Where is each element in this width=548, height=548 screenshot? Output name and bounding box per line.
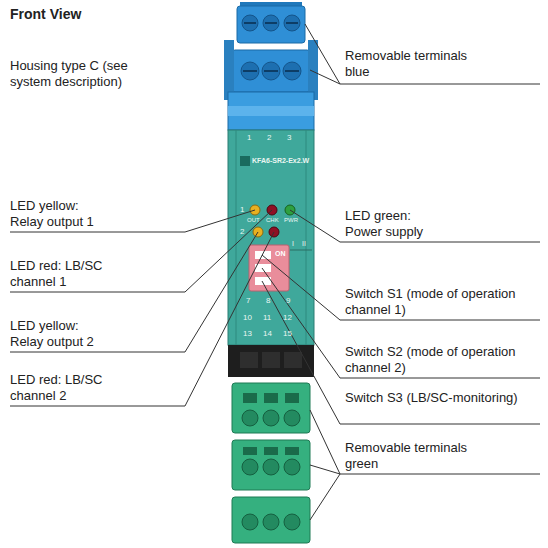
device-type: KFA6-SR2-Ex2.W <box>252 157 309 165</box>
callout-text: LED green: Power supply <box>345 208 445 239</box>
terminal-number: 14 <box>263 329 272 339</box>
terminal-number: 2 <box>267 133 271 143</box>
terminal-number: 7 <box>246 296 250 306</box>
callout-text: Switch S3 (LB/SC-monitoring) <box>345 390 540 406</box>
switch-label: II <box>302 240 306 248</box>
callout-text: LED yellow: Relay output 2 <box>10 318 110 349</box>
channel-number: 1 <box>240 205 244 215</box>
terminal-number: 15 <box>283 329 292 339</box>
terminal-number: 10 <box>243 313 252 323</box>
switch-label: ON <box>275 250 286 258</box>
terminal-number: 11 <box>263 313 271 323</box>
switch-label: I <box>292 240 294 248</box>
terminal-number: 13 <box>243 329 252 339</box>
callout-text: LED yellow: Relay output 1 <box>10 198 110 229</box>
channel-number: 2 <box>240 227 244 237</box>
led-label: CHK <box>266 217 279 224</box>
callout-text: Housing type C (see system description) <box>10 58 160 89</box>
terminal-number: 1 <box>247 133 251 143</box>
callout-text: Switch S2 (mode of operation channel 2) <box>345 344 540 375</box>
led-label: OUT <box>247 217 260 224</box>
callout-text: Switch S1 (mode of operation channel 1) <box>345 286 540 317</box>
terminal-number: 9 <box>286 296 290 306</box>
terminal-number: 3 <box>287 133 291 143</box>
callout-text: LED red: LB/SC channel 2 <box>10 372 110 403</box>
figure-title: Front View <box>10 6 81 23</box>
callout-text: LED red: LB/SC channel 1 <box>10 258 110 289</box>
terminal-number: 8 <box>266 296 270 306</box>
callout-text: Removable terminals green <box>345 440 480 471</box>
led-label: PWR <box>284 217 298 224</box>
callout-text: Removable terminals blue <box>345 48 480 79</box>
terminal-number: 12 <box>283 313 292 323</box>
